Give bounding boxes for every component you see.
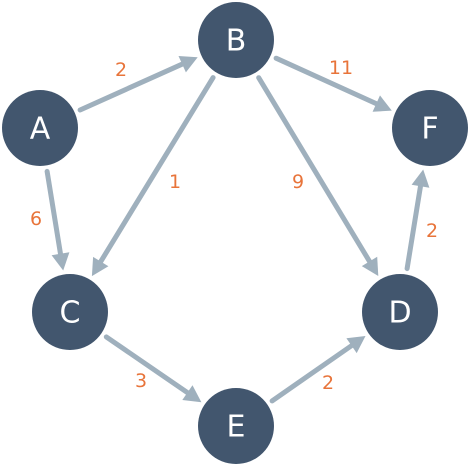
node-circle-f [392,90,468,166]
node-label-e: E [227,410,246,445]
arrowhead-d-f [411,169,430,188]
node-c: C [32,274,108,350]
edge-line-b-c [97,75,216,266]
node-d: D [362,274,438,350]
node-label-d: D [388,296,411,331]
arrowhead-a-c [51,252,70,271]
edge-line-e-d [269,342,356,404]
arrowhead-b-d [361,256,379,276]
edge-weight-b-d: 9 [292,171,304,193]
edge-d-f [404,169,430,272]
edge-e-d [269,336,366,404]
edge-weight-a-c: 6 [30,208,42,230]
arrowhead-b-f [372,95,392,112]
arrowhead-b-c [91,256,109,277]
node-a: A [2,90,78,166]
edge-a-b [77,56,198,113]
edge-weight-b-f: 11 [329,57,353,79]
edge-weight-c-e: 3 [135,370,147,392]
node-circle-a [2,90,78,166]
node-circle-d [362,274,438,350]
node-label-f: F [421,112,438,147]
edge-weight-d-f: 2 [426,220,438,242]
edge-weight-b-c: 1 [169,171,181,193]
edge-weight-a-b: 2 [115,59,127,81]
node-e: E [198,388,274,464]
node-label-a: A [30,112,51,147]
node-b: B [198,2,274,78]
edge-line-d-f [404,181,424,272]
nodes-layer: A B C D E F [2,2,468,464]
arrowhead-e-d [346,336,366,354]
node-label-c: C [60,296,81,331]
edges-layer [44,55,430,404]
edge-line-b-f [273,55,381,107]
edge-c-e [103,334,202,403]
node-circle-b [198,2,274,78]
arrowhead-c-e [182,385,202,403]
arrowhead-a-b [178,56,198,73]
node-label-b: B [226,24,247,59]
node-circle-e [198,388,274,464]
edge-b-c [91,75,216,277]
edge-line-b-d [256,75,374,266]
edge-a-c [44,168,70,271]
edge-b-f [273,55,392,112]
edge-weight-e-d: 2 [322,372,334,394]
edge-b-d [256,75,379,276]
edge-line-a-c [44,168,64,259]
node-f: F [392,90,468,166]
edge-line-c-e [103,334,192,397]
edge-line-a-b [77,60,187,113]
node-circle-c [32,274,108,350]
